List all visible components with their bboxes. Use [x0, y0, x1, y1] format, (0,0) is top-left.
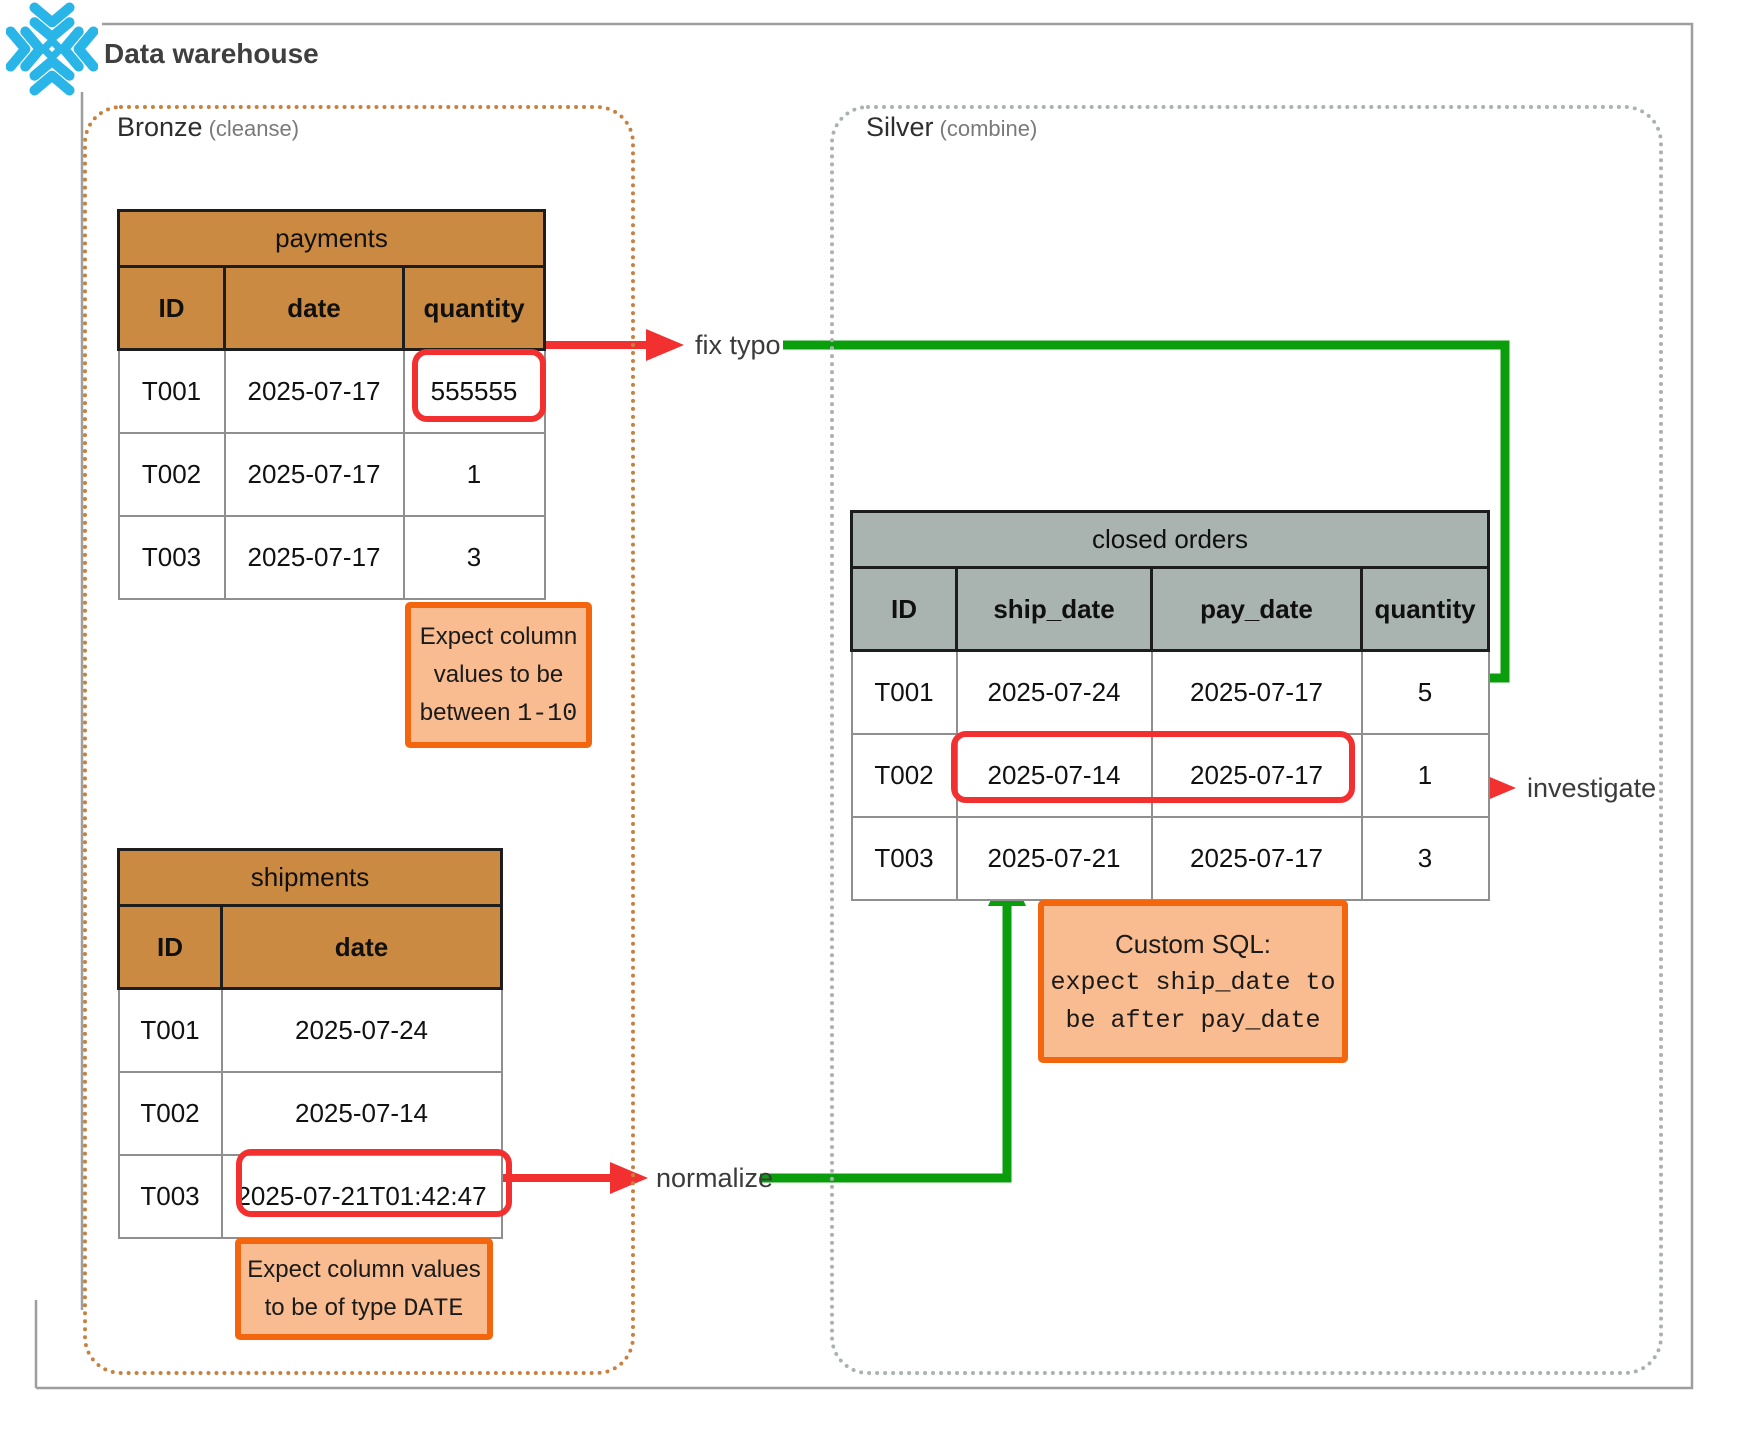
range-code: 1-10 — [517, 698, 578, 728]
snowflake-icon — [5, 2, 99, 96]
sql-code-line: expect ship_date to — [1050, 967, 1336, 997]
column-header: quantity — [401, 265, 547, 351]
range-check-note: Expect column values to be between 1-10 — [405, 602, 592, 748]
sql-code-line: be after pay_date — [1065, 1005, 1321, 1035]
table-cell: T001 — [117, 348, 226, 434]
table-cell: 2025-07-24 — [220, 987, 503, 1073]
table-cell: T003 — [117, 515, 226, 600]
table-cell: 1 — [1360, 733, 1490, 818]
table-cell: T002 — [850, 733, 958, 818]
table-cell: 2025-07-17 — [1150, 816, 1363, 901]
table-cell: 2025-07-14 — [220, 1071, 503, 1156]
bronze-zone — [83, 105, 635, 1375]
note-line: to be of type DATE — [264, 1293, 464, 1323]
table-cell: 2025-07-17 — [1150, 733, 1363, 818]
table-cell: 5 — [1360, 649, 1490, 735]
table-cell: T002 — [117, 432, 226, 517]
note-line: Expect column — [419, 622, 578, 650]
bronze-zone-subtitle: (cleanse) — [208, 116, 300, 141]
column-header: date — [223, 265, 405, 351]
table-cell: T002 — [117, 1071, 223, 1156]
table-title: closed orders — [849, 510, 1491, 569]
column-header: date — [220, 904, 503, 990]
error-highlight-timestamp — [236, 1149, 512, 1217]
custom-sql-note: Custom SQL: expect ship_date to be after… — [1038, 900, 1348, 1063]
error-highlight-quantity-typo — [412, 349, 546, 422]
silver-zone — [830, 105, 1663, 1375]
table-cell: T001 — [117, 987, 223, 1073]
table-cell: T001 — [850, 649, 958, 735]
table-cell: 2025-07-17 — [223, 432, 405, 517]
column-header: ID — [850, 566, 958, 652]
bronze-zone-title: Bronze — [117, 112, 203, 142]
column-header: ship_date — [955, 566, 1153, 652]
normalize-label: normalize — [656, 1163, 774, 1193]
column-header: ID — [117, 904, 223, 990]
table-cell: 2025-07-17 — [223, 515, 405, 600]
note-line: between 1-10 — [419, 698, 578, 728]
table-title: payments — [116, 209, 547, 268]
table-cell: 2025-07-17 — [223, 348, 405, 434]
silver-zone-label: Silver(combine) — [866, 112, 1037, 143]
silver-zone-title: Silver — [866, 112, 934, 142]
table-title: shipments — [117, 848, 503, 907]
column-header: quantity — [1359, 566, 1491, 652]
table-cell: 3 — [402, 515, 546, 600]
table-cell: T003 — [850, 816, 958, 901]
page-title: Data warehouse — [104, 38, 319, 69]
table-cell: 3 — [1360, 816, 1490, 901]
error-highlight-date-order — [951, 731, 1355, 803]
column-header: ID — [117, 265, 226, 351]
table-cell: 1 — [402, 432, 546, 517]
note-title: Custom SQL: — [1114, 928, 1272, 959]
note-line: Expect column values — [247, 1255, 481, 1283]
table-cell: 2025-07-17 — [1150, 649, 1363, 735]
silver-zone-subtitle: (combine) — [939, 116, 1038, 141]
type-check-note: Expect column values to be of type DATE — [235, 1238, 493, 1340]
table-cell: 2025-07-21T01:42:47 — [220, 1154, 503, 1239]
table-cell: T003 — [117, 1154, 223, 1239]
column-header: pay_date — [1150, 566, 1363, 652]
type-code: DATE — [403, 1293, 464, 1323]
table-cell: 2025-07-21 — [955, 816, 1153, 901]
fix-typo-label: fix typo — [695, 330, 781, 360]
bronze-zone-label: Bronze(cleanse) — [117, 112, 299, 143]
table-cell: 2025-07-24 — [955, 649, 1153, 735]
note-line: values to be — [433, 660, 564, 688]
investigate-label: investigate — [1527, 773, 1657, 803]
